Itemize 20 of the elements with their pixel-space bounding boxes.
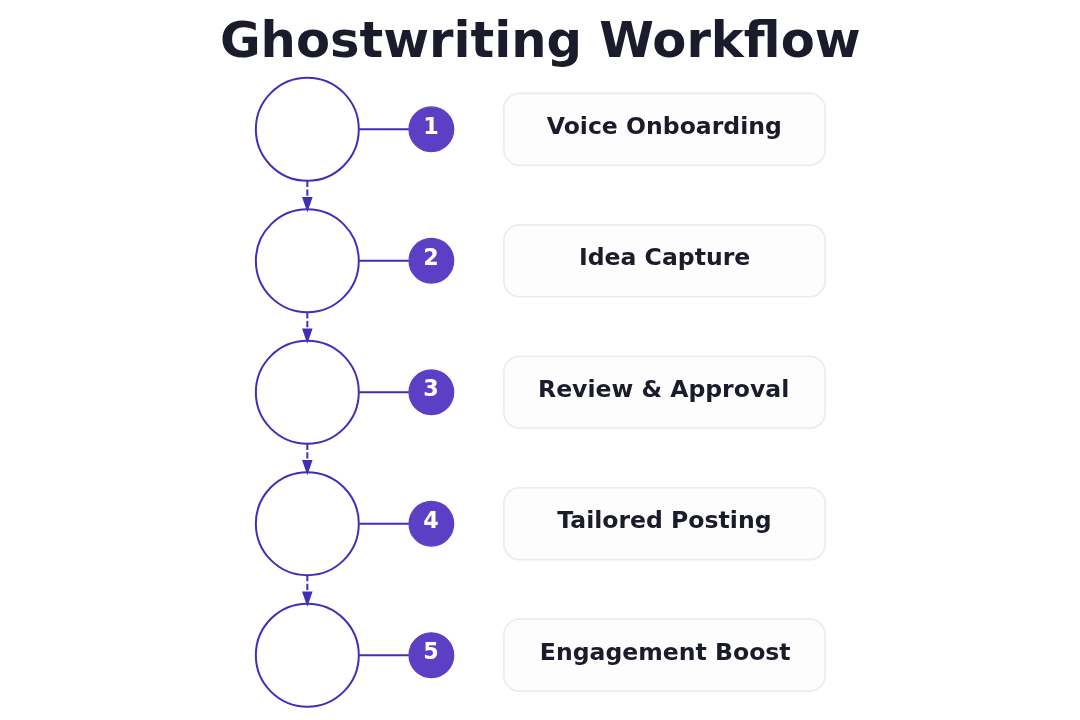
- arrow: [301, 442, 313, 476]
- node-circle: 4: [407, 500, 454, 547]
- node-circle: 3: [407, 369, 454, 416]
- node-circle: [254, 76, 360, 182]
- arrow: [301, 179, 313, 213]
- connector: [357, 654, 410, 657]
- node-circle: 2: [407, 237, 454, 284]
- node-circle: [254, 602, 360, 708]
- connector: [357, 522, 410, 525]
- node-circle: [254, 208, 360, 314]
- arrow: [301, 574, 313, 607]
- connector: [357, 128, 410, 131]
- node-circle: [254, 339, 360, 445]
- connector: [357, 259, 410, 262]
- node-circle: 5: [407, 632, 454, 679]
- arrow: [301, 311, 313, 344]
- connector: [357, 391, 410, 394]
- diagram-title: Ghostwriting Workflow: [219, 10, 861, 69]
- node-circle: 1: [407, 106, 454, 153]
- node-circle: [254, 471, 360, 577]
